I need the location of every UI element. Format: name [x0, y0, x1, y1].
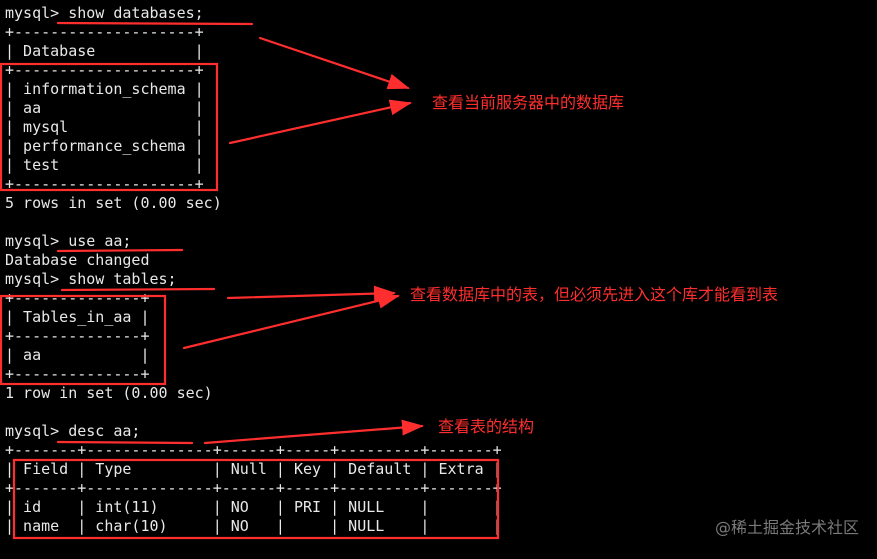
- console-line: | Field | Type | Null | Key | Default | …: [5, 460, 502, 478]
- console-line: +--------------------+: [5, 61, 204, 79]
- annotation-show-tables: 查看数据库中的表，但必须先进入这个库才能看到表: [410, 285, 779, 304]
- console-line: mysql> show tables;: [5, 270, 177, 288]
- console-line: mysql> desc aa;: [5, 422, 141, 440]
- console-line: | performance_schema |: [5, 137, 204, 155]
- watermark: @稀土掘金技术社区: [714, 518, 859, 537]
- console-line: +--------------------+: [5, 175, 204, 193]
- arrow-tables-bottom: [182, 292, 400, 350]
- console-line: | aa |: [5, 346, 150, 364]
- arrow-databases-bottom: [228, 99, 412, 145]
- console-line: | mysql |: [5, 118, 204, 136]
- console-line: +--------------+: [5, 289, 150, 307]
- console-line: +-------+--------------+------+-----+---…: [5, 441, 502, 459]
- console-line: Database changed: [5, 251, 150, 269]
- annotation-desc-table: 查看表的结构: [438, 417, 535, 436]
- arrow-tables-top: [226, 285, 396, 302]
- arrow-databases-top: [258, 36, 410, 90]
- console-line: +--------------+: [5, 327, 150, 345]
- console-line: | name | char(10) | NO | | NULL | |: [5, 517, 502, 535]
- console-line: | information_schema |: [5, 80, 204, 98]
- console-line: | test |: [5, 156, 204, 174]
- console-line: +--------------------+: [5, 23, 204, 41]
- annotation-show-databases: 查看当前服务器中的数据库: [432, 93, 625, 112]
- console-line: 1 row in set (0.00 sec): [5, 384, 213, 402]
- console-line: +--------------+: [5, 365, 150, 383]
- console-line: +-------+--------------+------+-----+---…: [5, 479, 502, 497]
- console-line: | id | int(11) | NO | PRI | NULL | |: [5, 498, 502, 516]
- console-line: 5 rows in set (0.00 sec): [5, 194, 222, 212]
- console-line: | Database |: [5, 42, 204, 60]
- console-line: | Tables_in_aa |: [5, 308, 150, 326]
- console-line: | aa |: [5, 99, 204, 117]
- console-line: mysql> use aa;: [5, 232, 132, 250]
- console-line: mysql> show databases;: [5, 4, 204, 22]
